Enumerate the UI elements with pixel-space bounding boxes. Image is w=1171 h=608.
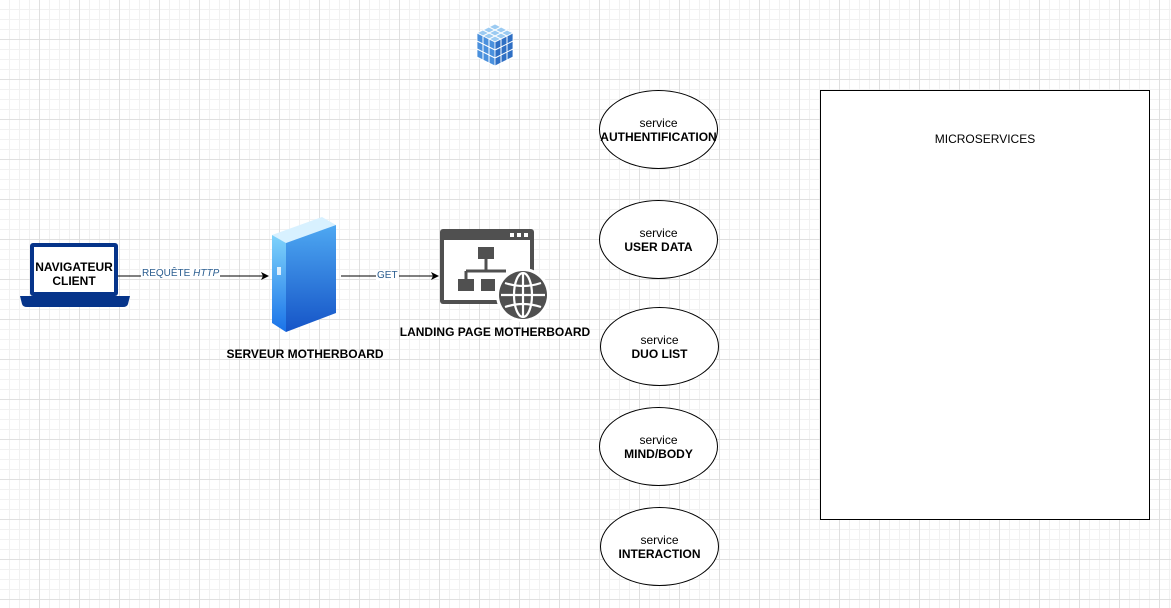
service-kind: service — [640, 332, 679, 347]
laptop-icon — [20, 243, 130, 307]
microservices-title: MICROSERVICES — [934, 132, 1036, 146]
service-name: DUO LIST — [631, 346, 688, 361]
http-edge-protocol: HTTP — [193, 268, 220, 279]
landing-label: LANDING PAGE MOTHERBOARD — [399, 325, 591, 339]
service-kind: service — [639, 115, 678, 130]
microservices-container[interactable]: MICROSERVICES — [820, 90, 1150, 520]
service-duo-list[interactable]: service DUO LIST — [600, 307, 719, 386]
cube-grid-icon — [476, 23, 514, 67]
service-name: AUTHENTIFICATION — [600, 129, 717, 144]
service-name: MIND/BODY — [624, 446, 693, 461]
service-mind-body[interactable]: service MIND/BODY — [599, 407, 718, 486]
service-kind: service — [639, 225, 678, 240]
web-sitemap-icon[interactable] — [440, 229, 552, 323]
client-node[interactable]: NAVIGATEUR CLIENT — [20, 241, 130, 309]
service-authentification[interactable]: service AUTHENTIFICATION — [599, 90, 718, 169]
service-user-data[interactable]: service USER DATA — [599, 200, 718, 279]
client-label: NAVIGATEUR CLIENT — [35, 260, 113, 288]
server-icon[interactable] — [268, 215, 338, 333]
service-name: INTERACTION — [618, 546, 701, 561]
server-label: SERVEUR MOTHERBOARD — [226, 347, 384, 361]
service-kind: service — [639, 432, 678, 447]
http-edge-label: REQUÊTE HTTP — [141, 268, 221, 279]
http-edge-prefix: REQUÊTE — [142, 268, 194, 279]
service-kind: service — [640, 532, 679, 547]
get-edge-label: GET — [376, 270, 399, 281]
service-interaction[interactable]: service INTERACTION — [600, 507, 719, 586]
service-name: USER DATA — [624, 239, 693, 254]
